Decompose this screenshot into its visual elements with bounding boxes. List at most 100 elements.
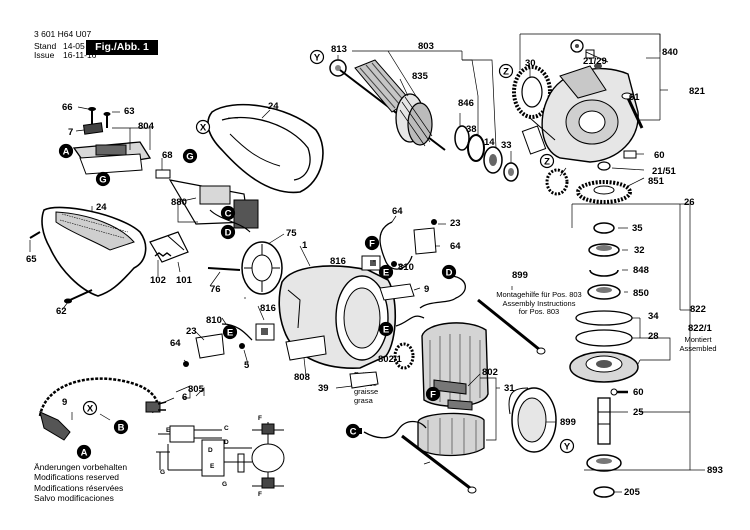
stand-label: Stand: [34, 41, 57, 51]
part-drawing-33-nut: [503, 162, 519, 182]
callout-e-13: E: [378, 321, 394, 337]
callout-letter-label: C: [225, 208, 232, 219]
part-drawing-9-label-lower: [285, 335, 327, 361]
note-line-fr: Modifications réservées: [34, 482, 124, 493]
callout-z-2: Z: [539, 153, 555, 169]
part-drawing-101-trigger: [149, 231, 189, 263]
part-drawing-75-fan: [241, 241, 283, 295]
svg-text:G: G: [160, 469, 165, 476]
callout-z-1: Z: [498, 63, 514, 79]
part-number-63: 63: [124, 106, 135, 117]
part-drawing-802-field-lower: [417, 412, 485, 457]
part-number-60-upper: 60: [654, 150, 665, 161]
part-drawing-7-slider: [82, 122, 104, 135]
part-drawing-14-bearing: [483, 146, 503, 174]
part-drawing-808-label: [349, 371, 379, 389]
callout-e-12: E: [222, 324, 238, 340]
callout-letter-label: A: [81, 447, 88, 458]
part-drawing-e-lead-wire: [395, 315, 425, 327]
part-drawing-810-cable-lower: [221, 323, 253, 341]
part-drawing-23-cover-lower: [195, 333, 225, 359]
part-drawing-64-screw-d: [239, 343, 245, 349]
part-number-9-upper: 9: [424, 284, 429, 295]
callout-letter-label: E: [227, 327, 233, 338]
callout-y-19: Y: [559, 438, 575, 454]
part-drawing-9-label-upper: [379, 283, 415, 301]
part-number-61: 61: [629, 92, 640, 103]
part-drawing-21-51-ring: [597, 161, 611, 171]
figure-badge: Fig./Abb. 1: [86, 40, 158, 55]
part-drawing-804-switch: [72, 141, 152, 175]
schematic-letter-labels: C D D G G F F E E: [160, 415, 262, 498]
part-number-26: 26: [684, 197, 695, 208]
part-number-64-bottom: 5: [244, 360, 250, 371]
part-drawing-802-1-insulation: [433, 379, 473, 411]
part-number-39: 802/1: [378, 354, 402, 365]
part-drawing-60-screw-lower: [610, 388, 628, 396]
part-drawing-899-tie-rod-upper: [477, 298, 546, 355]
part-drawing-66-screw: [88, 107, 96, 124]
part-number-23-lower: 23: [186, 326, 197, 337]
part-drawing-822-1-bearing-plate: [569, 351, 639, 383]
part-number-9-lower: 808: [294, 372, 310, 383]
part-drawing-23-cover-upper: [413, 227, 437, 255]
part-drawing-35-ring: [593, 222, 615, 234]
part-number-1: 1: [302, 240, 308, 251]
callout-a-5: A: [58, 143, 74, 159]
part-number-810-lower: 810: [206, 315, 222, 326]
part-number-68: 68: [162, 150, 173, 161]
part-number-848: 848: [633, 265, 649, 276]
part-drawing-38-ring: [467, 134, 485, 162]
callout-d-11: D: [441, 264, 457, 280]
note-line-en: Modifications reserved: [34, 472, 120, 483]
callout-letter-label: X: [87, 403, 94, 414]
svg-text:D: D: [224, 439, 229, 446]
callout-letter-label: E: [383, 324, 389, 335]
callout-letter-label: Y: [564, 441, 571, 452]
part-number-810-upper: 64: [392, 206, 403, 217]
part-number-6: 9: [62, 397, 67, 408]
callout-letter-label: D: [446, 267, 453, 278]
part-number-66: 66: [62, 102, 73, 113]
part-number-33: 33: [501, 140, 512, 151]
part-number-850: 850: [633, 288, 649, 299]
callout-letter-label: E: [383, 267, 389, 278]
callout-c-15: C: [345, 423, 361, 439]
document-number: 3 601 H64 U07: [34, 29, 92, 39]
part-number-28: 28: [648, 331, 659, 342]
part-number-822: 822: [690, 304, 706, 315]
part-drawing-102-spring: [154, 252, 172, 257]
assembly-instructions-note: Montagehilfe für Pos. 803 Assembly Instr…: [496, 290, 582, 317]
svg-text:F: F: [258, 415, 262, 422]
svg-text:C: C: [224, 425, 229, 432]
part-number-803: 803: [418, 41, 434, 52]
part-number-64-right: 64: [450, 241, 461, 252]
part-number-14: 14: [484, 137, 495, 148]
part-drawing-810-cable-upper: [379, 221, 413, 270]
part-drawing-805-power-cable: [38, 377, 167, 417]
part-drawing-821-gear-housing: [521, 65, 639, 163]
part-number-65: 65: [26, 254, 37, 265]
part-number-62: 62: [56, 306, 67, 317]
note-line-de: Änderungen vorbehalten: [34, 462, 128, 472]
part-number-23-upper: 23: [450, 218, 461, 229]
part-drawing-25-spindle: [597, 397, 611, 445]
part-drawing-65-screw: [29, 231, 41, 239]
part-number-816-lower: 816: [260, 303, 276, 314]
part-drawing-31-end-cover: [508, 387, 557, 453]
svg-text:F: F: [258, 491, 262, 498]
callout-b-17: B: [113, 419, 129, 435]
part-number-821: 821: [689, 86, 706, 97]
part-number-5: 805: [188, 384, 205, 395]
part-number-840: 840: [662, 47, 678, 58]
part-drawing-24-handle-shell-lower: [41, 206, 147, 297]
callout-d-8: D: [220, 224, 236, 240]
note-line-es: Salvo modificaciones: [34, 493, 114, 504]
svg-text:G: G: [222, 481, 227, 488]
issue-date: 16-11-16: [63, 50, 97, 60]
callout-letter-label: Y: [314, 52, 321, 63]
svg-text:D: D: [208, 447, 213, 454]
part-number-75: 75: [286, 228, 297, 239]
